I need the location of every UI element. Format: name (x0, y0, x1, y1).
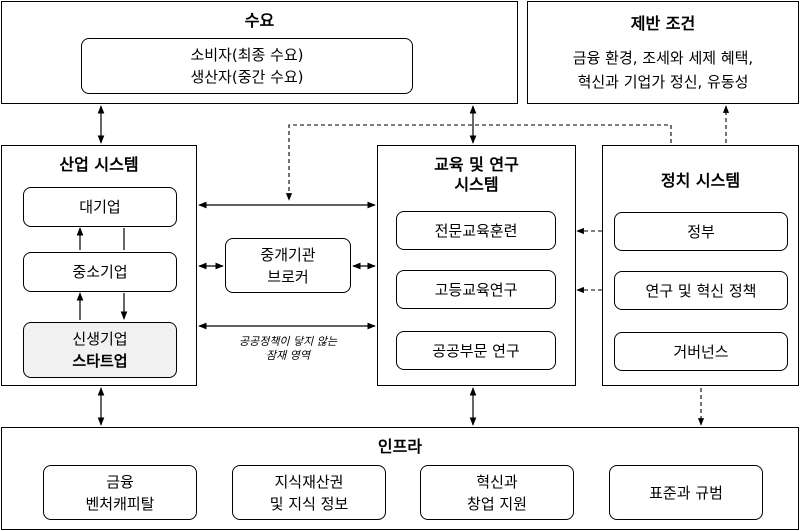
infra-standards-box: 표준과 규범 (609, 465, 763, 520)
infra-finance-label-1: 금융 (106, 472, 134, 491)
research-policy-box: 연구 및 혁신 정책 (614, 271, 788, 310)
demand-box: 소비자(최종 수요) 생산자(중간 수요) (81, 38, 413, 94)
infra-finance-label-2: 벤처캐피탈 (85, 494, 155, 513)
infra-ip-label-1: 지식재산권 (274, 472, 344, 491)
government-label: 정부 (687, 222, 715, 241)
infra-ip-label-2: 및 지식 정보 (269, 494, 349, 513)
infra-finance-box: 금융 벤처캐피탈 (43, 465, 197, 520)
conditions-text: 금융 환경, 조세와 세제 혜택, 혁신과 기업가 정신, 유동성 (528, 46, 798, 94)
policy-gap-line-1: 공공정책이 닿지 않는 (238, 335, 338, 348)
infra-standards-label: 표준과 규범 (649, 483, 723, 502)
infra-startup-label-1: 혁신과 (476, 472, 518, 491)
industry-title: 산업 시스템 (59, 155, 139, 174)
infra-panel: 인프라 금융 벤처캐피탈 지식재산권 및 지식 정보 혁신과 창업 지원 표준과… (1, 427, 799, 530)
infra-ip-box: 지식재산권 및 지식 정보 (232, 465, 386, 520)
higher-education-label: 고등교육연구 (434, 280, 518, 299)
government-box: 정부 (614, 212, 788, 251)
higher-education-box: 고등교육연구 (396, 270, 556, 309)
infra-title: 인프라 (377, 437, 423, 456)
sme-box: 중소기업 (23, 252, 177, 292)
intermediary-box: 중개기관 브로커 (225, 238, 351, 293)
politics-title: 정치 시스템 (660, 171, 741, 190)
sme-label: 중소기업 (72, 263, 128, 281)
large-firm-label: 대기업 (79, 198, 121, 216)
demand-title: 수요 (244, 11, 275, 30)
vocational-training-box: 전문교육훈련 (396, 211, 556, 250)
governance-label: 거버넌스 (673, 342, 729, 361)
governance-box: 거버넌스 (614, 332, 788, 371)
vocational-training-label: 전문교육훈련 (434, 221, 518, 240)
conditions-line-2: 혁신과 기업가 정신, 유동성 (577, 73, 749, 91)
startup-box: 신생기업 스타트업 (23, 322, 177, 378)
education-title-1: 교육 및 연구 (434, 155, 519, 174)
producer-label: 생산자(중간 수요) (190, 68, 304, 86)
startup-label-2: 스타트업 (72, 352, 128, 370)
large-firm-box: 대기업 (23, 187, 177, 227)
intermediary-label-1: 중개기관 (260, 245, 316, 264)
industry-panel: 산업 시스템 대기업 중소기업 신생기업 스타트업 (1, 145, 197, 386)
research-policy-label: 연구 및 혁신 정책 (645, 281, 757, 300)
infra-startup-support-box: 혁신과 창업 지원 (420, 465, 574, 520)
conditions-title: 제반 조건 (630, 14, 696, 33)
conditions-line-1: 금융 환경, 조세와 세제 혜택, (572, 49, 754, 67)
policy-gap-note: 공공정책이 닿지 않는 잠재 영역 (208, 335, 368, 363)
public-research-label: 공공부문 연구 (432, 341, 520, 360)
public-research-box: 공공부문 연구 (396, 331, 556, 370)
infra-startup-label-2: 창업 지원 (467, 494, 527, 513)
policy-gap-line-2: 잠재 영역 (266, 349, 310, 362)
education-panel: 교육 및 연구 시스템 전문교육훈련 고등교육연구 공공부문 연구 (377, 145, 576, 386)
politics-panel: 정치 시스템 정부 연구 및 혁신 정책 거버넌스 (602, 145, 799, 386)
conditions-panel: 제반 조건 금융 환경, 조세와 세제 혜택, 혁신과 기업가 정신, 유동성 (527, 1, 799, 104)
consumer-label: 소비자(최종 수요) (190, 46, 304, 64)
education-title: 교육 및 연구 시스템 (378, 155, 575, 195)
demand-panel: 수요 소비자(최종 수요) 생산자(중간 수요) (1, 1, 518, 104)
intermediary-label-2: 브로커 (267, 267, 309, 286)
startup-label-1: 신생기업 (72, 330, 128, 348)
education-title-2: 시스템 (454, 175, 499, 194)
